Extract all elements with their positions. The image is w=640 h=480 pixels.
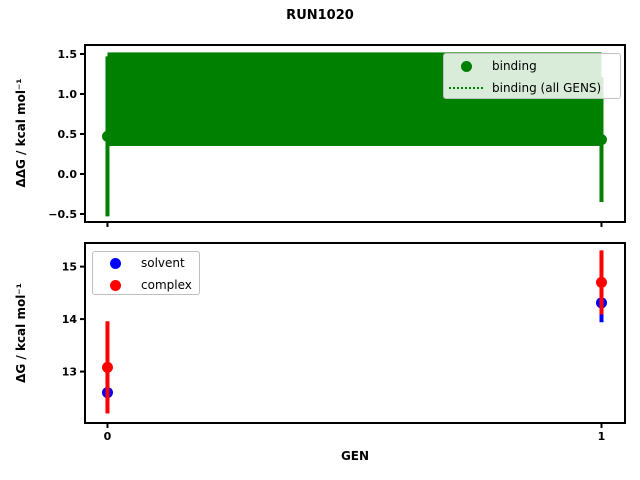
y-tick-label: 0.0 [58,168,78,181]
binding-all-gens-dotted-line-icon [449,87,483,89]
y-tick-label: 13 [62,366,77,379]
y-tick-label: −0.5 [48,208,77,221]
legend-label-solvent: solvent [141,256,185,270]
y-tick-label: 1.0 [58,88,78,101]
complex-data-point [595,276,607,288]
figure-title: RUN1020 [286,8,354,23]
y-tick-label: 14 [62,313,78,326]
legend-label-binding-all-gens: binding (all GENS) [492,81,602,95]
axes-frame [84,242,626,424]
y-tick-label: 1.5 [58,48,78,61]
legend-item-solvent: solvent [93,252,199,274]
x-tick-label: 0 [104,430,112,443]
x-axis-label: GEN [340,449,370,463]
binding-dot-icon [460,60,472,72]
legend-label-complex: complex [141,278,192,292]
binding-data-point [595,134,607,146]
legend-item-binding: binding [444,55,620,77]
complex-data-point [101,361,113,373]
x-tick-label: 1 [598,430,606,443]
solvent-dot-icon [109,257,121,269]
y-tick-label: 15 [62,261,77,274]
complex-dot-icon [109,279,121,291]
legend-label-binding: binding [492,59,537,73]
legend-item-binding-all-gens: binding (all GENS) [444,77,620,99]
legend-binding: binding binding (all GENS) [443,53,621,99]
legend-dg: solvent complex [92,251,200,295]
bottom-y-axis-label: ΔG / kcal mol⁻¹ [14,283,28,383]
top-y-axis-label: ΔΔG / kcal mol⁻¹ [14,78,28,188]
y-tick-label: 0.5 [58,128,78,141]
legend-item-complex: complex [93,274,199,296]
binding-data-point [101,130,113,142]
